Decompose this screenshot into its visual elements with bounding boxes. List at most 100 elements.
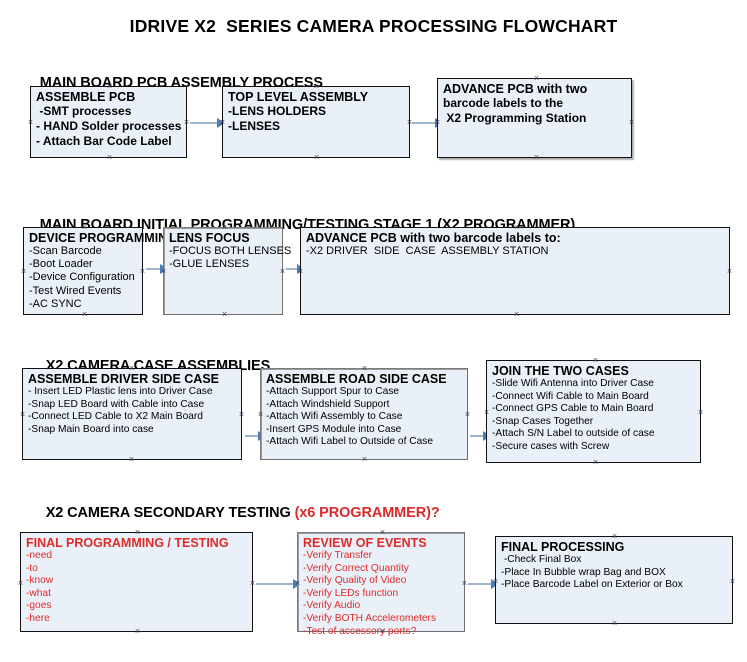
connector-handle-bottom[interactable] (313, 154, 320, 161)
box-line: X2 Programming Station (443, 111, 587, 125)
box-line: -Verify Quality of Video (303, 575, 407, 587)
connector-handle-left[interactable] (19, 411, 26, 418)
box-line: barcode labels to the (443, 96, 564, 110)
connector-handle-right[interactable] (183, 119, 190, 126)
box-final-programming-testing[interactable]: FINAL PROGRAMMING / TESTING -need -to -k… (20, 532, 253, 632)
box-title: JOIN THE TWO CASES (492, 364, 629, 378)
box-line: -FOCUS BOTH LENSES (169, 245, 292, 257)
box-line: -LENSES (228, 119, 281, 133)
arrow-road-to-join (470, 431, 491, 441)
box-line: -SMT processes (36, 104, 132, 118)
box-join-two-cases[interactable]: JOIN THE TWO CASES -Slide Wifi Antenna i… (486, 360, 701, 463)
connector-handle-right[interactable] (729, 578, 736, 585)
section-header-4-text: X2 CAMERA SECONDARY TESTING (45, 505, 295, 521)
box-line: -Insert GPS Module into Case (266, 423, 402, 435)
box-line: -GLUE LENSES (169, 258, 250, 271)
connector-handle-right[interactable] (279, 268, 286, 275)
connector-handle-bottom[interactable] (533, 154, 540, 161)
box-final-processing[interactable]: FINAL PROCESSING -Check Final Box -Place… (495, 536, 733, 624)
connector-handle-top[interactable] (533, 75, 540, 82)
connector-handle-bottom[interactable] (611, 620, 618, 627)
box-line: -Slide Wifi Antenna into Driver Case (492, 378, 654, 389)
box-line: -Attach Wifi Label to Outside of Case (266, 436, 434, 448)
connector-handle-right[interactable] (238, 411, 245, 418)
box-line: -Verify Audio (303, 600, 361, 612)
box-title: ASSEMBLE PCB (36, 90, 136, 104)
box-title: LENS FOCUS (169, 231, 250, 245)
connector-handle-left[interactable] (27, 119, 34, 126)
connector-handle-right[interactable] (697, 409, 704, 416)
box-title: FINAL PROCESSING (501, 540, 625, 554)
connector-handle-top[interactable] (361, 365, 368, 372)
box-line: -Connect Wifi Cable to Main Board (492, 390, 649, 402)
connector-handle-right[interactable] (139, 268, 146, 275)
connector-handle-bottom[interactable] (221, 311, 228, 318)
connector-handle-bottom[interactable] (128, 456, 135, 463)
connector-handle-left[interactable] (17, 580, 24, 587)
page-title: IDRIVE X2 SERIES CAMERA PROCESSING FLOWC… (129, 16, 618, 36)
box-line: -Connect GPS Cable to Main Board (492, 403, 654, 415)
box-top-level-assembly[interactable]: TOP LEVEL ASSEMBLY -LENS HOLDERS -LENSES (222, 86, 410, 158)
connector-handle-bottom[interactable] (81, 311, 88, 318)
connector-handle-bottom[interactable] (513, 311, 520, 318)
box-device-programming[interactable]: DEVICE PROGRAMMING -Scan Barcode -Boot L… (20, 227, 177, 318)
box-line: -Verify Correct Quantity (303, 562, 409, 574)
connector-handle-bottom[interactable] (106, 154, 113, 161)
box-line: -Snap LED Board with Cable into Case (28, 398, 205, 410)
box-line: -here (26, 612, 50, 624)
connector-handle-right[interactable] (628, 119, 635, 126)
arrow-driver-to-road (245, 431, 266, 441)
box-line: -Verify BOTH Accelerometers (303, 612, 437, 624)
section-header-4: X2 CAMERA SECONDARY TESTING (x6 PROGRAMM… (30, 489, 440, 537)
arrow-review-to-final-processing (468, 579, 499, 589)
connector-handle-left[interactable] (257, 411, 264, 418)
box-line: -Device Configuration (29, 271, 135, 284)
box-title: ADVANCE PCB with two barcode labels to: (306, 231, 561, 245)
box-line: -AC SYNC (29, 297, 82, 310)
box-line: -Attach Windshield Support (266, 398, 390, 410)
box-line: -Snap Main Board into case (28, 423, 154, 435)
box-assemble-driver-side-case[interactable]: ASSEMBLE DRIVER SIDE CASE - Insert LED P… (22, 368, 242, 460)
box-advance-pcb-1[interactable]: ADVANCE PCB with two barcode labels to t… (437, 78, 632, 158)
box-line: -Boot Loader (29, 258, 93, 271)
box-title: ASSEMBLE ROAD SIDE CASE (266, 372, 447, 386)
box-review-of-events[interactable]: REVIEW OF EVENTS -Verify Transfer -Verif… (297, 532, 468, 637)
box-line: - Attach Bar Code Label (36, 134, 172, 148)
box-assemble-road-side-case[interactable]: ASSEMBLE ROAD SIDE CASE -Attach Support … (260, 368, 468, 460)
box-line: -what (26, 587, 51, 599)
connector-handle-left[interactable] (483, 409, 490, 416)
section-header-4-accent: (x6 PROGRAMMER)? (294, 505, 440, 521)
connector-handle-right[interactable] (249, 580, 256, 587)
box-lens-focus[interactable]: LENS FOCUS -FOCUS BOTH LENSES -GLUE LENS… (163, 227, 292, 318)
connector-handle-left[interactable] (20, 268, 27, 275)
box-title: FINAL PROGRAMMING / TESTING (26, 536, 229, 550)
box-title: ASSEMBLE DRIVER SIDE CASE (28, 372, 220, 386)
box-line: -Connect LED Cable to X2 Main Board (28, 411, 203, 423)
box-advance-pcb-2[interactable]: ADVANCE PCB with two barcode labels to: … (300, 227, 730, 315)
box-assemble-pcb[interactable]: ASSEMBLE PCB -SMT processes - HAND Solde… (30, 86, 187, 158)
box-line: -Check Final Box (501, 554, 582, 565)
connector-handle-bottom[interactable] (592, 459, 599, 466)
connector-handle-bottom[interactable] (361, 456, 368, 463)
connector-handle-right[interactable] (461, 580, 468, 587)
connector-handle-bottom[interactable] (134, 628, 141, 635)
box-line: - HAND Solder processes (36, 119, 182, 133)
box-line: -Snap Cases Together (492, 415, 594, 427)
connector-handle-top[interactable] (592, 357, 599, 364)
connector-handle-right[interactable] (726, 268, 733, 275)
arrow-device-to-lens (146, 264, 168, 274)
box-title: ADVANCE PCB with two (443, 82, 588, 96)
arrow-pcb-to-top-level (190, 118, 225, 128)
box-line: -X2 DRIVER SIDE CASE ASSEMBLY STATION (306, 245, 549, 257)
box-line: -Attach Support Spur to Case (266, 386, 400, 397)
connector-handle-top[interactable] (611, 533, 618, 540)
box-line: -Test Wired Events (29, 284, 122, 297)
box-line: -LENS HOLDERS (228, 104, 327, 118)
box-line: -Attach S/N Label to outside of case (492, 428, 655, 440)
box-line: -goes (26, 600, 52, 612)
box-line: - Insert LED Plastic lens into Driver Ca… (28, 386, 213, 397)
connector-handle-right[interactable] (464, 411, 471, 418)
box-line: -to (26, 562, 38, 574)
box-line: -need (26, 550, 53, 561)
box-title: REVIEW OF EVENTS (303, 536, 427, 550)
